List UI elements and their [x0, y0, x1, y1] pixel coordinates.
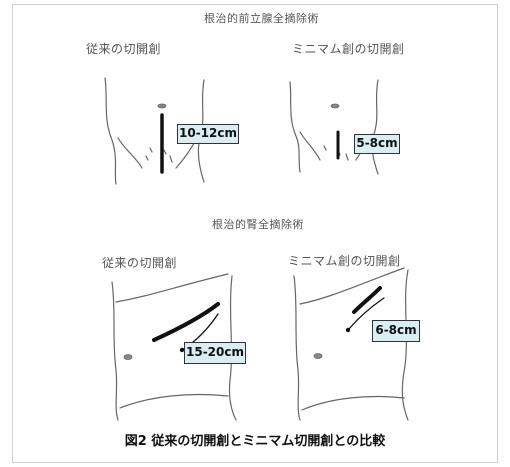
measure-box-minimal-kidney: 6-8cm: [372, 320, 420, 342]
navel-left-top: [158, 104, 166, 108]
figure-caption: 図2 従来の切開創とミニマム切開創との比較: [0, 430, 510, 449]
torso-outline-left-lower-left: [112, 282, 118, 420]
torso-outline-right-right: [372, 80, 378, 174]
torso-outline-right-lower-left: [294, 276, 300, 420]
navel-left-lower: [124, 355, 132, 360]
torso-outline-right-top: [290, 82, 300, 172]
hip-marks-right: [324, 146, 348, 160]
pointer-dot-minimal-kidney: [346, 328, 350, 332]
rib-line-right: [300, 268, 404, 304]
rib-line-left: [116, 274, 228, 302]
torso-outline-left-top: [105, 78, 116, 184]
measure-box-conventional-kidney: 15-20cm: [184, 342, 246, 364]
navel-right-top: [331, 104, 339, 108]
hip-marks-left: [146, 148, 172, 162]
incision-conventional-kidney: [154, 304, 218, 340]
flank-line-right: [302, 397, 404, 411]
measure-box-minimal-prostate: 5-8cm: [354, 134, 400, 154]
navel-right-lower: [314, 354, 322, 359]
measure-box-conventional-prostate: 10-12cm: [177, 124, 239, 144]
incision-minimal-kidney: [354, 288, 380, 312]
flank-line-left: [120, 395, 228, 409]
